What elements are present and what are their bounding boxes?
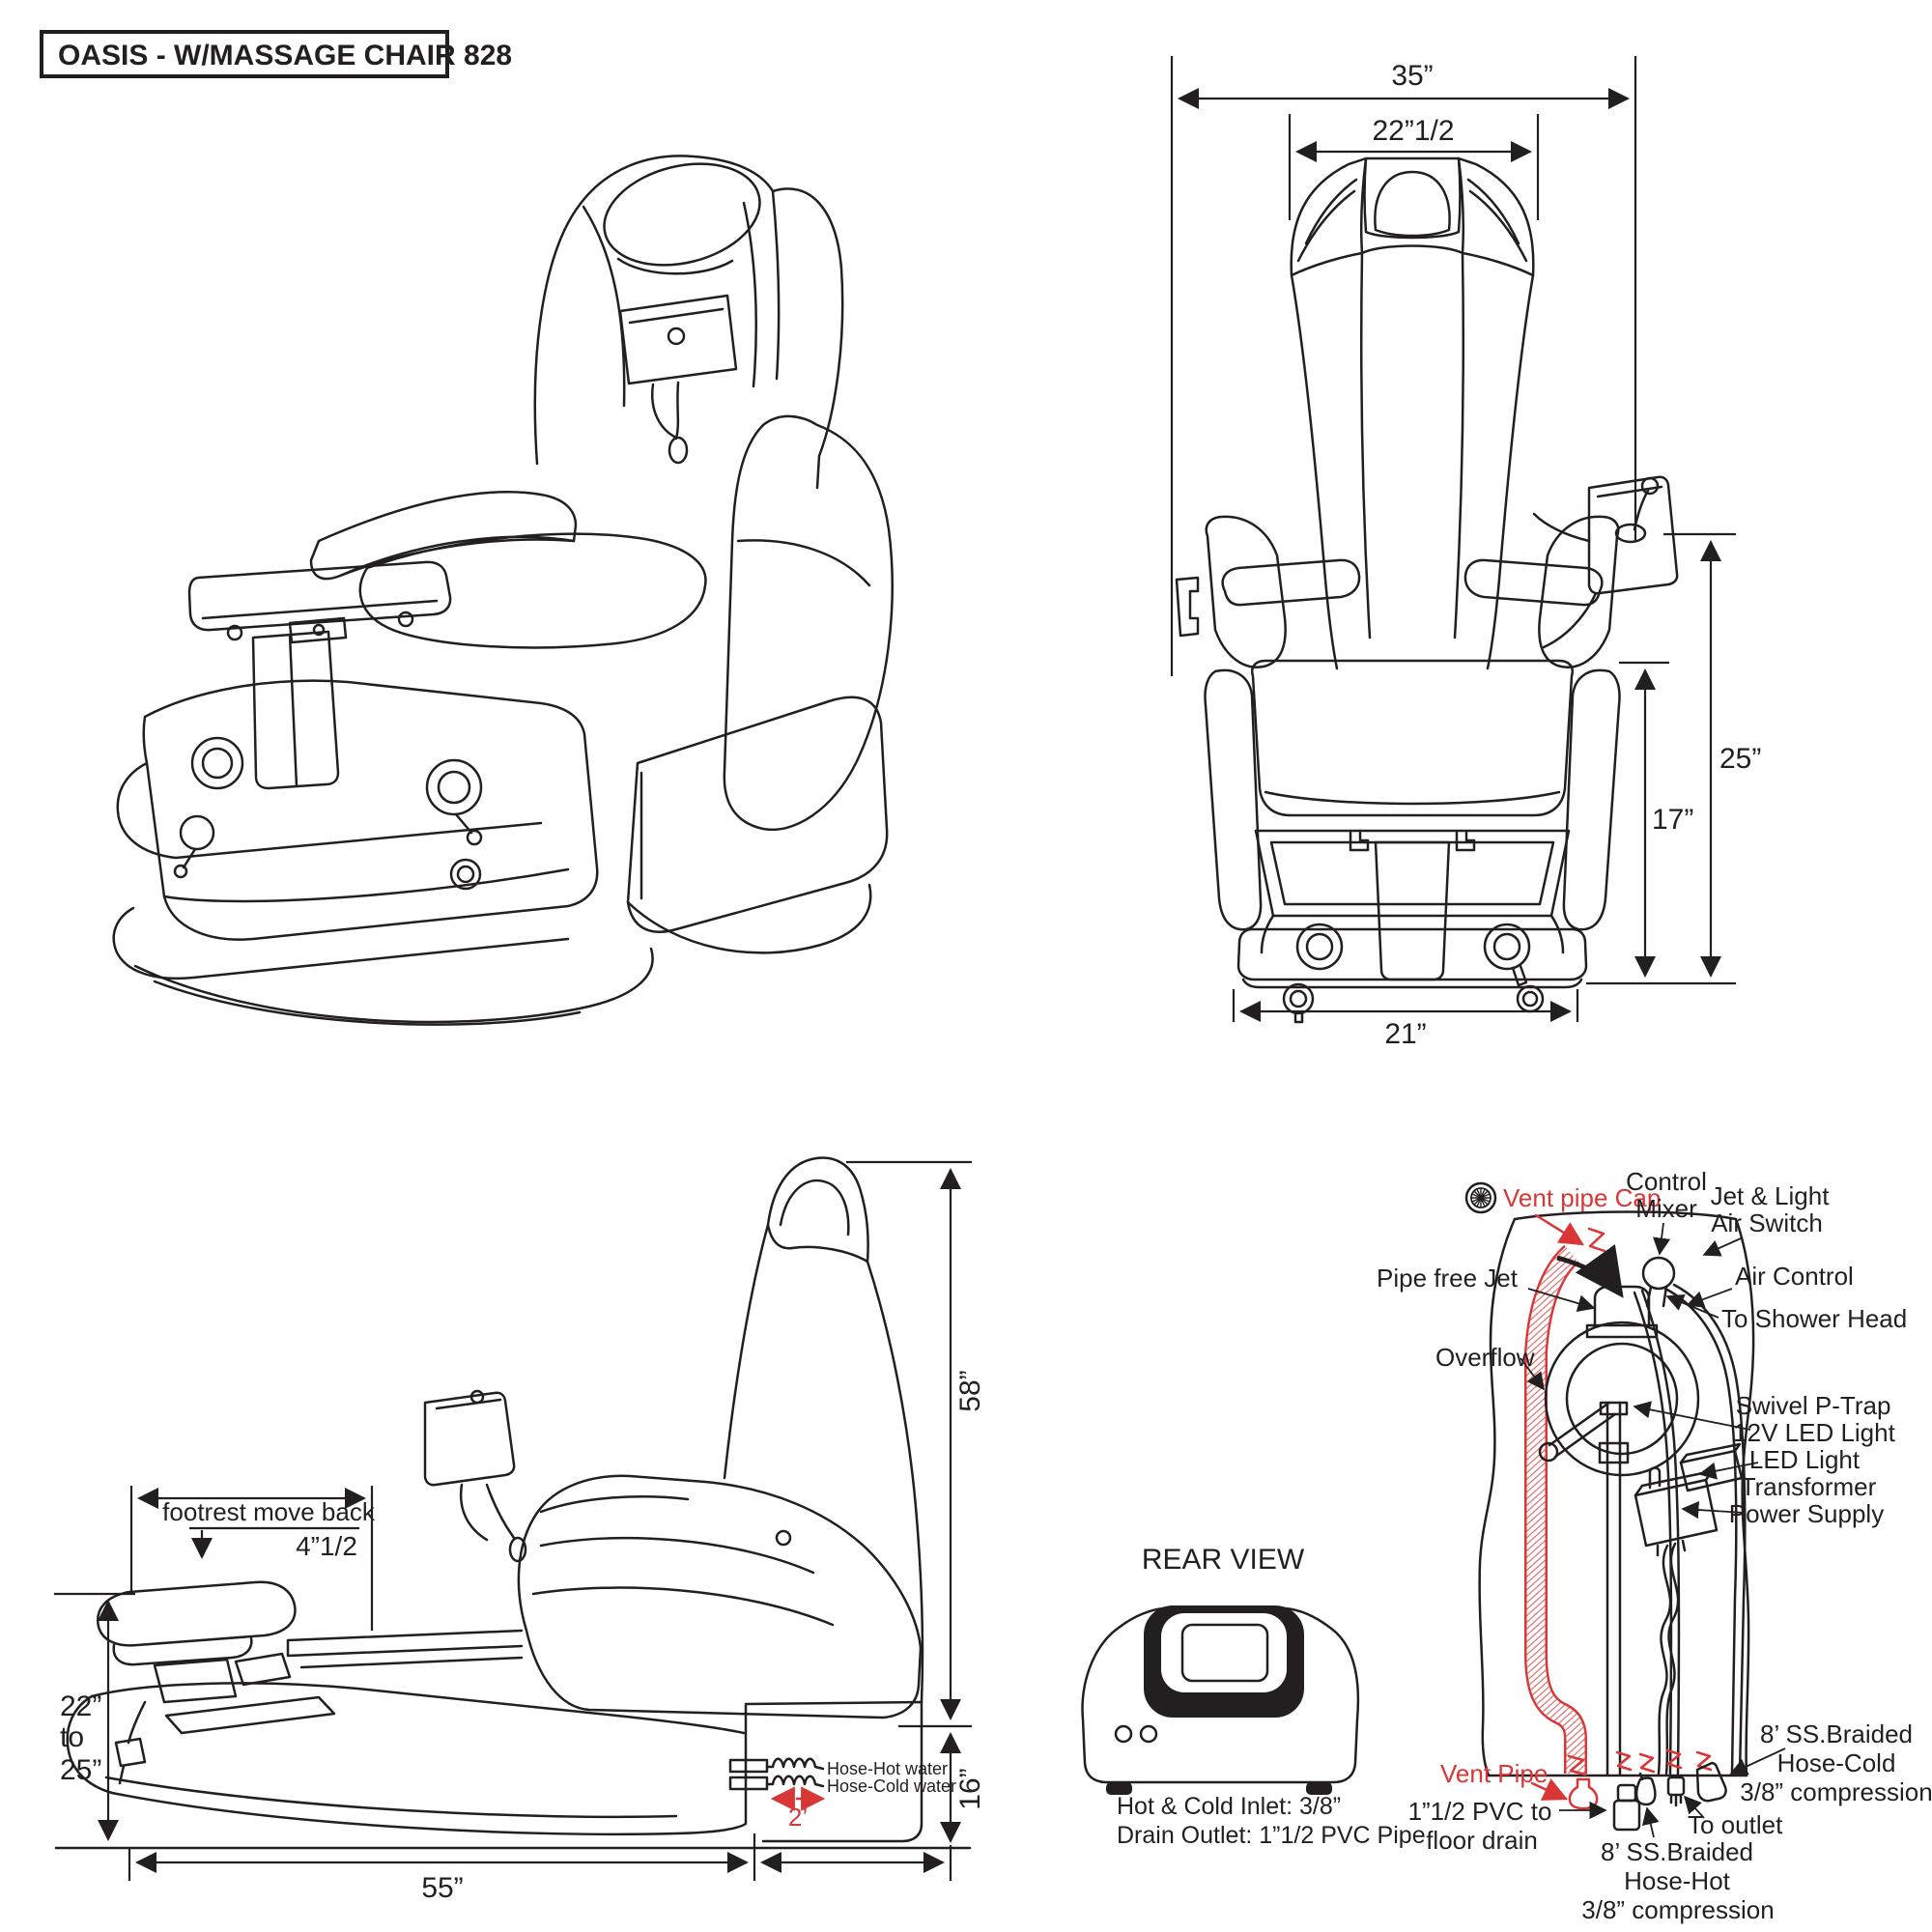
perspective-view [112, 155, 894, 1026]
label-vent-pipe: Vent Pipe [1440, 1759, 1548, 1788]
dim-width-seat: 22”1/2 [1372, 115, 1454, 147]
label-control-mixer-1: Control [1626, 1167, 1707, 1196]
label-hose-cold-water: Hose-Cold water [827, 1776, 956, 1796]
label-to-outlet: To outlet [1688, 1810, 1783, 1839]
dim-footrest-mid: to [60, 1721, 84, 1753]
label-pipe-free-jet: Pipe free Jet [1377, 1264, 1519, 1293]
label-pvc-2: floor drain [1426, 1826, 1538, 1855]
dim-height-total: 25” [1719, 743, 1761, 775]
label-hose-hot-water: Hose-Hot water [827, 1759, 948, 1778]
dim-footrest-max: 25” [60, 1754, 101, 1786]
dim-width-base: 21” [1384, 1018, 1426, 1050]
label-air-control: Air Control [1735, 1262, 1854, 1291]
plumbing-diagram: Vent pipe Cap Control Mixer Jet & Light … [1377, 1167, 1932, 1924]
rear-view-drain-note: Drain Outlet: 1”1/2 PVC Pipe [1117, 1822, 1426, 1849]
dim-footrest-offset: 4”1/2 [296, 1531, 357, 1561]
dim-height-basin: 17” [1652, 804, 1693, 836]
label-hose-hot-2: Hose-Hot [1624, 1866, 1731, 1895]
label-hose-cold-3: 3/8” compression [1740, 1777, 1932, 1806]
side-view: Hose-Hot water Hose-Cold water 2’ 58” 16… [54, 1156, 986, 1904]
label-swivel-p-trap: Swivel P-Trap [1736, 1391, 1891, 1420]
label-jet-light-2: Air Switch [1711, 1208, 1823, 1237]
label-hose-cold-1: 8’ SS.Braided [1760, 1719, 1913, 1748]
rear-view-title: REAR VIEW [1142, 1544, 1305, 1576]
label-hose-slack: 2’ [788, 1803, 808, 1832]
label-control-mixer-2: Mixer [1635, 1194, 1697, 1223]
front-view: 35” 22”1/2 25” 17” 21” [1170, 56, 1761, 1050]
dim-side-height: 58” [954, 1370, 986, 1411]
dim-footrest-min: 22” [60, 1690, 101, 1722]
label-jet-light-1: Jet & Light [1711, 1181, 1831, 1210]
dim-width-total: 35” [1391, 60, 1433, 92]
page-title: OASIS - W/MASSAGE CHAIR 828 [58, 40, 512, 71]
label-pvc-1: 1”1/2 PVC to [1408, 1797, 1552, 1826]
rear-view: REAR VIEW Hot & Cold Inlet: 3/8” Drain O… [1081, 1544, 1426, 1849]
title-block: OASIS - W/MASSAGE CHAIR 828 [40, 30, 512, 78]
label-hose-hot-3: 3/8” compression [1581, 1895, 1774, 1924]
label-footrest-note: footrest move back [162, 1497, 376, 1526]
label-led-light: LED Light [1749, 1445, 1861, 1474]
label-transformer: Transformer [1741, 1472, 1877, 1501]
label-vent-pipe-cap: Vent pipe Cap [1503, 1183, 1661, 1212]
label-hose-hot-1: 8’ SS.Braided [1601, 1837, 1753, 1866]
vent-cap-icon [1464, 1181, 1497, 1214]
label-overflow: Overflow [1435, 1343, 1535, 1372]
label-to-shower-head: To Shower Head [1721, 1304, 1907, 1333]
dim-side-length: 55” [421, 1872, 463, 1904]
vent-pipe-run [1524, 1244, 1587, 1774]
label-12v-led-light: 12V LED Light [1733, 1418, 1895, 1447]
label-power-supply: Power Supply [1729, 1499, 1884, 1528]
rear-view-inlet-note: Hot & Cold Inlet: 3/8” [1117, 1793, 1341, 1820]
dim-side-base-height: 16” [954, 1768, 986, 1809]
label-hose-cold-2: Hose-Cold [1777, 1748, 1896, 1777]
